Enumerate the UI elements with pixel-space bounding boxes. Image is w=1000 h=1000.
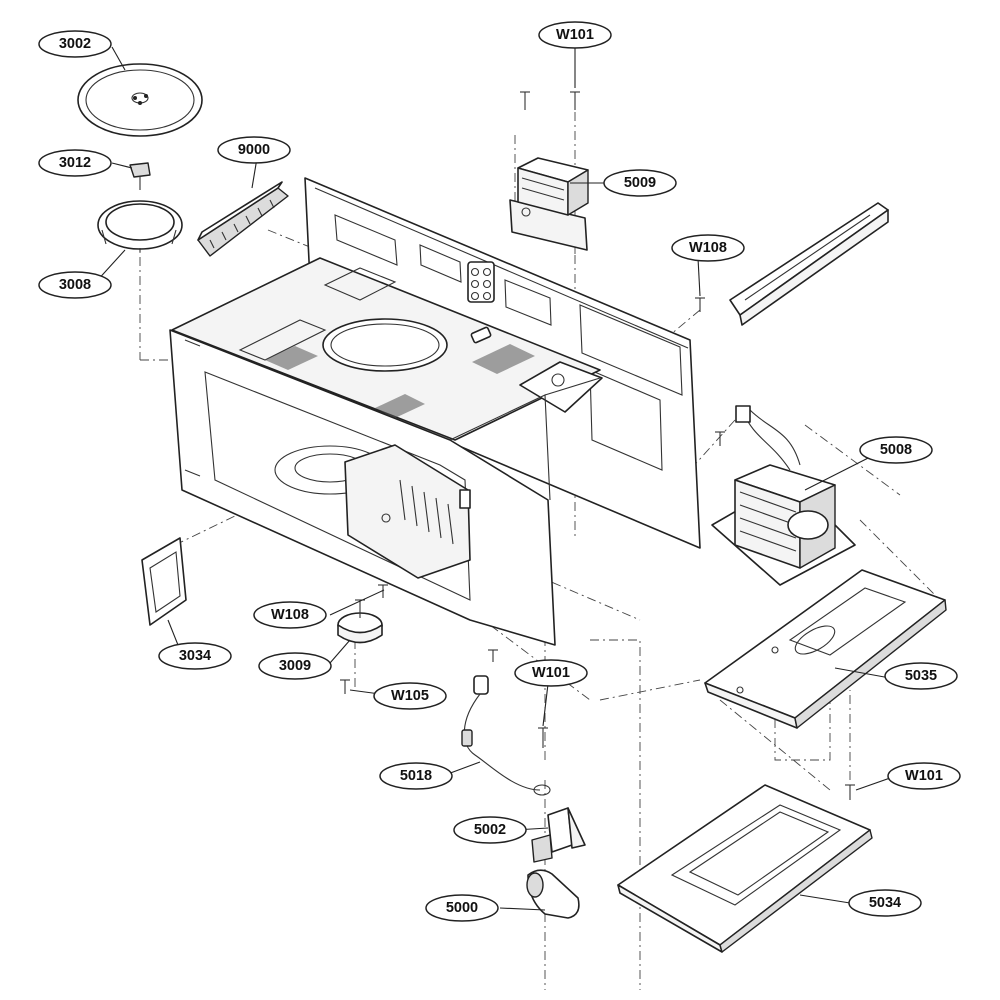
callout-label: 5008: [880, 442, 912, 458]
top-vent-right: [472, 344, 535, 374]
screw-w101-top: [520, 91, 580, 110]
top-vent-left: [265, 346, 318, 370]
callout-label: W105: [391, 688, 429, 704]
oven-cavity-frame: [169, 177, 701, 646]
callout-5008: 5008: [859, 436, 933, 464]
callout-label: 3034: [179, 648, 211, 664]
turntable-motor-3009: [337, 599, 383, 694]
callout-label: 3012: [59, 155, 91, 171]
turntable-tray-3002: [77, 63, 203, 137]
control-bracket: [344, 444, 471, 579]
mounting-rail: [729, 202, 889, 326]
coupler-3012: [129, 162, 151, 190]
callout-3009: 3009: [258, 652, 332, 680]
callout-label: W108: [689, 240, 727, 256]
callout-label: 9000: [238, 142, 270, 158]
callout-9000: 9000: [217, 136, 291, 164]
callout-5018: 5018: [379, 762, 453, 790]
top-vent-front: [375, 394, 425, 418]
callout-label: 5009: [624, 175, 656, 191]
callout-w101-middle: W101: [514, 659, 588, 687]
screw-w108-upper: [695, 297, 705, 312]
callout-label: 5018: [400, 768, 432, 784]
callout-w101-top: W101: [538, 21, 612, 49]
callout-label: W108: [271, 607, 309, 623]
callout-w108-lower: W108: [253, 601, 327, 629]
magnetron-5009: [509, 157, 589, 251]
callout-5035: 5035: [884, 662, 958, 690]
transformer-5008: [711, 405, 856, 586]
lamp-bracket-5002: [531, 807, 586, 863]
screw-w101-bottom: [845, 784, 855, 800]
cover-plate-3034: [141, 537, 187, 626]
callout-label: 5002: [474, 822, 506, 838]
callout-label: W101: [905, 768, 943, 784]
roller-ring-3008: [97, 200, 183, 252]
lamp-socket-5000: [526, 869, 580, 919]
callout-w108-upper: W108: [671, 234, 745, 262]
air-guide-9000: [197, 181, 289, 257]
callout-label: 3008: [59, 277, 91, 293]
screw-w101-middle: [538, 727, 548, 748]
callout-label: W101: [556, 27, 594, 43]
callout-3034: 3034: [158, 642, 232, 670]
callout-label: 3009: [279, 658, 311, 674]
callout-5000: 5000: [425, 894, 499, 922]
callout-label: 5000: [446, 900, 478, 916]
screw-w108-lower: [378, 584, 498, 662]
callout-5002: 5002: [453, 816, 527, 844]
callout-w101-bottom: W101: [887, 762, 961, 790]
bottom-plate-5034: [617, 784, 873, 953]
callout-label: W101: [532, 665, 570, 681]
wire-harness-5018: [461, 675, 551, 796]
callout-3008: 3008: [38, 271, 112, 299]
callout-label: 3002: [59, 36, 91, 52]
callout-5034: 5034: [848, 889, 922, 917]
callout-3002: 3002: [38, 30, 112, 58]
base-plate-5035: [704, 569, 947, 729]
callout-5009: 5009: [603, 169, 677, 197]
callout-label: 5035: [905, 668, 937, 684]
callout-label: 5034: [869, 895, 901, 911]
callout-w105: W105: [373, 682, 447, 710]
callout-3012: 3012: [38, 149, 112, 177]
